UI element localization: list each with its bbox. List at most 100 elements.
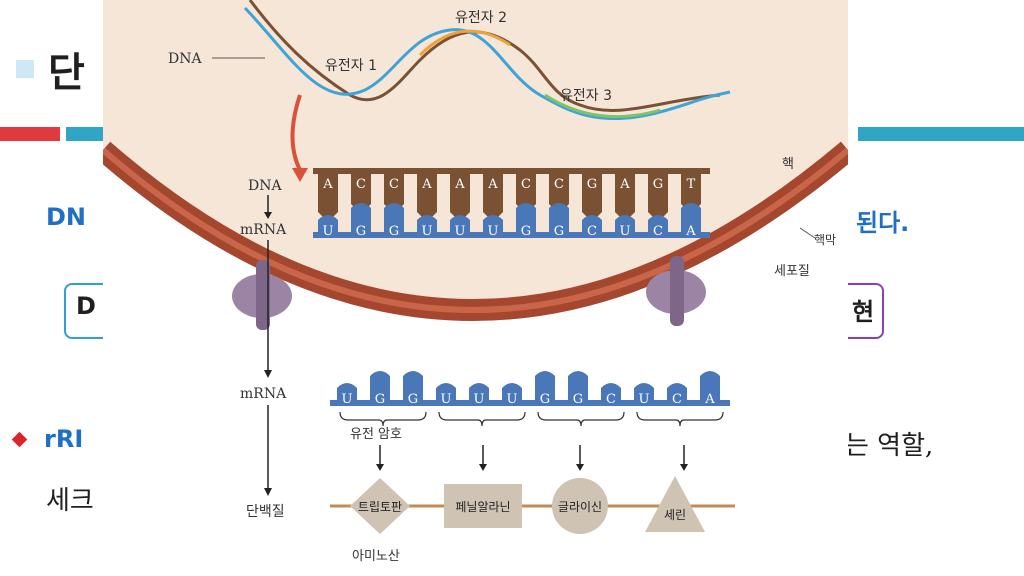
mrna-base-1: U: [318, 215, 338, 239]
dna-base-letter: A: [487, 177, 498, 192]
rna-base-letter: G: [573, 392, 583, 407]
nuclear-pore-right: [646, 256, 706, 326]
nucleus-label: 핵: [782, 157, 794, 172]
amino-acid-phenylalanine: 페닐알라닌: [444, 484, 522, 528]
mrna-base-6: U: [483, 215, 503, 239]
cytoplasm-mrna-backbone: [330, 400, 730, 406]
dna-base-8: C: [549, 174, 569, 214]
arrow-dna-mrna-head: [264, 212, 272, 219]
dna-base-letter: G: [587, 177, 597, 192]
dna-base-letter: T: [687, 177, 696, 192]
cytoplasm-mrna-base-7: G: [535, 371, 555, 407]
dna-base-letter: C: [554, 177, 564, 192]
amino-acid-tryptophan: 트립토판: [350, 478, 410, 534]
line1-fragment: DN: [46, 203, 87, 231]
box-left-fragment: D: [76, 292, 96, 320]
cytoplasm-mrna-base-12: A: [700, 371, 720, 407]
dna-base-letter: G: [653, 177, 663, 192]
row-label-dna: DNA: [248, 178, 282, 194]
dna-base-2: C: [351, 174, 371, 214]
membrane-pointer: [799, 227, 816, 239]
zoom-arrow: [290, 94, 302, 171]
codon-brace-2: [438, 411, 526, 427]
rna-base-letter: G: [375, 392, 385, 407]
membrane-label: 핵막: [814, 233, 836, 247]
dna-base-1: A: [318, 174, 338, 222]
amino-acid-label-3: 글라이신: [558, 500, 602, 514]
codon-brace-4: [636, 411, 724, 427]
codon-braces: [339, 411, 724, 427]
rna-base-letter: U: [441, 392, 452, 407]
amino-acid-serine: 세린: [645, 476, 705, 532]
dna-base-letter: A: [454, 177, 465, 192]
codon-brace-1: [339, 411, 427, 427]
row-label-protein: 단백질: [246, 504, 285, 520]
mrna-base-12: A: [681, 203, 701, 239]
mrna-base-10: U: [615, 215, 635, 239]
zoom-arrow-head: [292, 168, 308, 182]
dna-base-letter: A: [421, 177, 432, 192]
mrna-base-5: U: [450, 215, 470, 239]
dna-helix-strand-b: [243, 6, 731, 120]
rna-base-letter: U: [639, 392, 650, 407]
box-right-fragment: 현: [852, 298, 875, 326]
cytoplasm-mrna-base-4: U: [436, 383, 456, 407]
rna-base-letter: A: [704, 392, 715, 407]
mrna-base-8: G: [549, 203, 569, 239]
highlight-box-left: [64, 283, 106, 339]
rna-base-letter: U: [455, 224, 466, 239]
rna-base-letter: U: [507, 392, 518, 407]
rna-base-letter: C: [587, 224, 597, 239]
codon-arrow-head-4: [680, 464, 688, 471]
rna-base-letter: G: [521, 224, 531, 239]
title-bar-teal-left: [66, 127, 106, 141]
codon-brace-3: [537, 411, 625, 427]
rna-base-letter: U: [620, 224, 631, 239]
rna-base-letter: G: [389, 224, 399, 239]
dna-base-11: G: [648, 174, 668, 222]
mrna-base-2: G: [351, 203, 371, 239]
row-label-mrna: mRNA: [240, 222, 287, 238]
dna-base-9: G: [582, 174, 602, 222]
amino-acid-label-1: 트립토판: [358, 500, 402, 514]
amino-acid-label-2: 페닐알라닌: [455, 500, 510, 514]
dna-base-letter: C: [389, 177, 399, 192]
rna-base-letter: U: [323, 224, 334, 239]
mrna-base-4: U: [417, 215, 437, 239]
dna-helix-label: DNA: [168, 51, 202, 67]
rna-base-letter: C: [653, 224, 663, 239]
mrna-base-3: G: [384, 203, 404, 239]
mrna-base-11: C: [648, 215, 668, 239]
dna-base-5: A: [450, 174, 470, 222]
mrna-backbone: [313, 232, 710, 238]
gene-2-segment: [418, 29, 511, 57]
title-bar-teal-right: [858, 127, 1024, 141]
amino-acid-caption: 아미노산: [352, 549, 400, 564]
dna-backbone: [313, 168, 710, 174]
cytoplasm-mrna-base-8: G: [568, 371, 588, 407]
cytoplasm-mrna-base-5: U: [469, 383, 489, 407]
codon-arrow-head-2: [479, 464, 487, 471]
mrna-base-7: G: [516, 203, 536, 239]
nuclear-pore-left: [232, 260, 292, 330]
mrna-base-9: C: [582, 215, 602, 239]
line1-suffix: 된다.: [856, 209, 910, 237]
cytoplasm-mrna-base-10: U: [634, 383, 654, 407]
gene-1-label: 유전자 1: [325, 58, 377, 74]
codon-arrow-head-3: [576, 464, 584, 471]
cytoplasm-mrna-base-11: C: [667, 383, 687, 407]
codon-arrow-head-1: [376, 464, 384, 471]
cytoplasm-mrna-base-1: U: [337, 383, 357, 407]
title-bar-red: [0, 127, 60, 141]
last-line-fragment: 세크: [46, 486, 94, 516]
amino-acid-glycine: 글라이신: [552, 478, 608, 534]
rna-base-letter: U: [342, 392, 353, 407]
nuclear-membrane-highlight: [103, 147, 848, 313]
rna-base-letter: G: [540, 392, 550, 407]
rna-base-letter: U: [422, 224, 433, 239]
rna-base-letter: U: [474, 392, 485, 407]
cytoplasm-mrna-base-9: C: [601, 383, 621, 407]
